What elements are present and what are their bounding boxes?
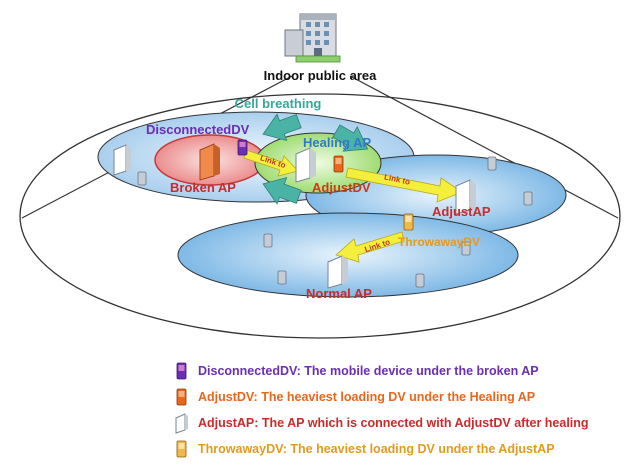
disconnected-dv-label: DisconnectedDV: [146, 122, 250, 137]
disconnected-dv-device: [237, 139, 248, 156]
adjust-dv-device: [333, 155, 344, 173]
legend-item-throwaway-dv: ThrowawayDV: The heaviest loading DV und…: [170, 438, 555, 460]
legend-text-throwaway-dv: ThrowawayDV: The heaviest loading DV und…: [198, 442, 555, 456]
cell-breathing-arrow-down: [262, 176, 302, 205]
adjust-ap-label: AdjustAP: [432, 204, 491, 219]
broken-ap-icon: [199, 143, 220, 181]
link-arrow-disconnected-to-healing: [243, 149, 299, 177]
cone-line-right: [349, 75, 619, 219]
legend-item-disconnected-dv: DisconnectedDV: The mobile device under …: [170, 360, 539, 382]
legend-item-adjust-dv: AdjustDV: The heaviest loading DV under …: [170, 386, 535, 408]
normal-ap-icon: [327, 255, 348, 289]
throwaway-dv-label: ThrowawayDV: [398, 235, 480, 249]
cell-breathing-arrow-up: [262, 113, 302, 142]
normal-ap-label: Normal AP: [306, 286, 372, 301]
left-ap-icon: [113, 144, 131, 176]
legend-text-disconnected-dv: DisconnectedDV: The mobile device under …: [198, 364, 539, 378]
legend-item-adjust-ap: AdjustAP: The AP which is connected with…: [170, 412, 589, 434]
cell-breathing-arrow-right: [332, 124, 369, 152]
indoor-area-ellipse: [19, 93, 621, 339]
broken-ap-label: Broken AP: [170, 180, 236, 195]
legend-text-adjust-ap: AdjustAP: The AP which is connected with…: [198, 416, 589, 430]
healing-ap-label: Healing AP: [303, 135, 371, 150]
adjust-ap-icon: [175, 413, 188, 434]
legend-text-adjust-dv: AdjustDV: The heaviest loading DV under …: [198, 390, 536, 404]
healing-ap-icon: [295, 147, 316, 183]
adjust-dv-icon: [176, 388, 187, 406]
link-arrow-adjustdv-to-adjustap: [345, 167, 463, 203]
disconnected-dv-icon: [176, 362, 187, 380]
area-title: Indoor public area: [264, 68, 377, 83]
throwaway-dv-icon: [176, 440, 187, 458]
adjust-ap-icon-diagram: [455, 179, 476, 215]
throwaway-dv-device: [403, 213, 414, 231]
adjust-dv-label: AdjustDV: [312, 180, 371, 195]
cell-breathing-label: Cell breathing: [235, 96, 322, 111]
link-arrow-throwaway-to-normal: [335, 231, 405, 263]
building-icon: [284, 13, 341, 63]
generic-device: [137, 156, 533, 288]
